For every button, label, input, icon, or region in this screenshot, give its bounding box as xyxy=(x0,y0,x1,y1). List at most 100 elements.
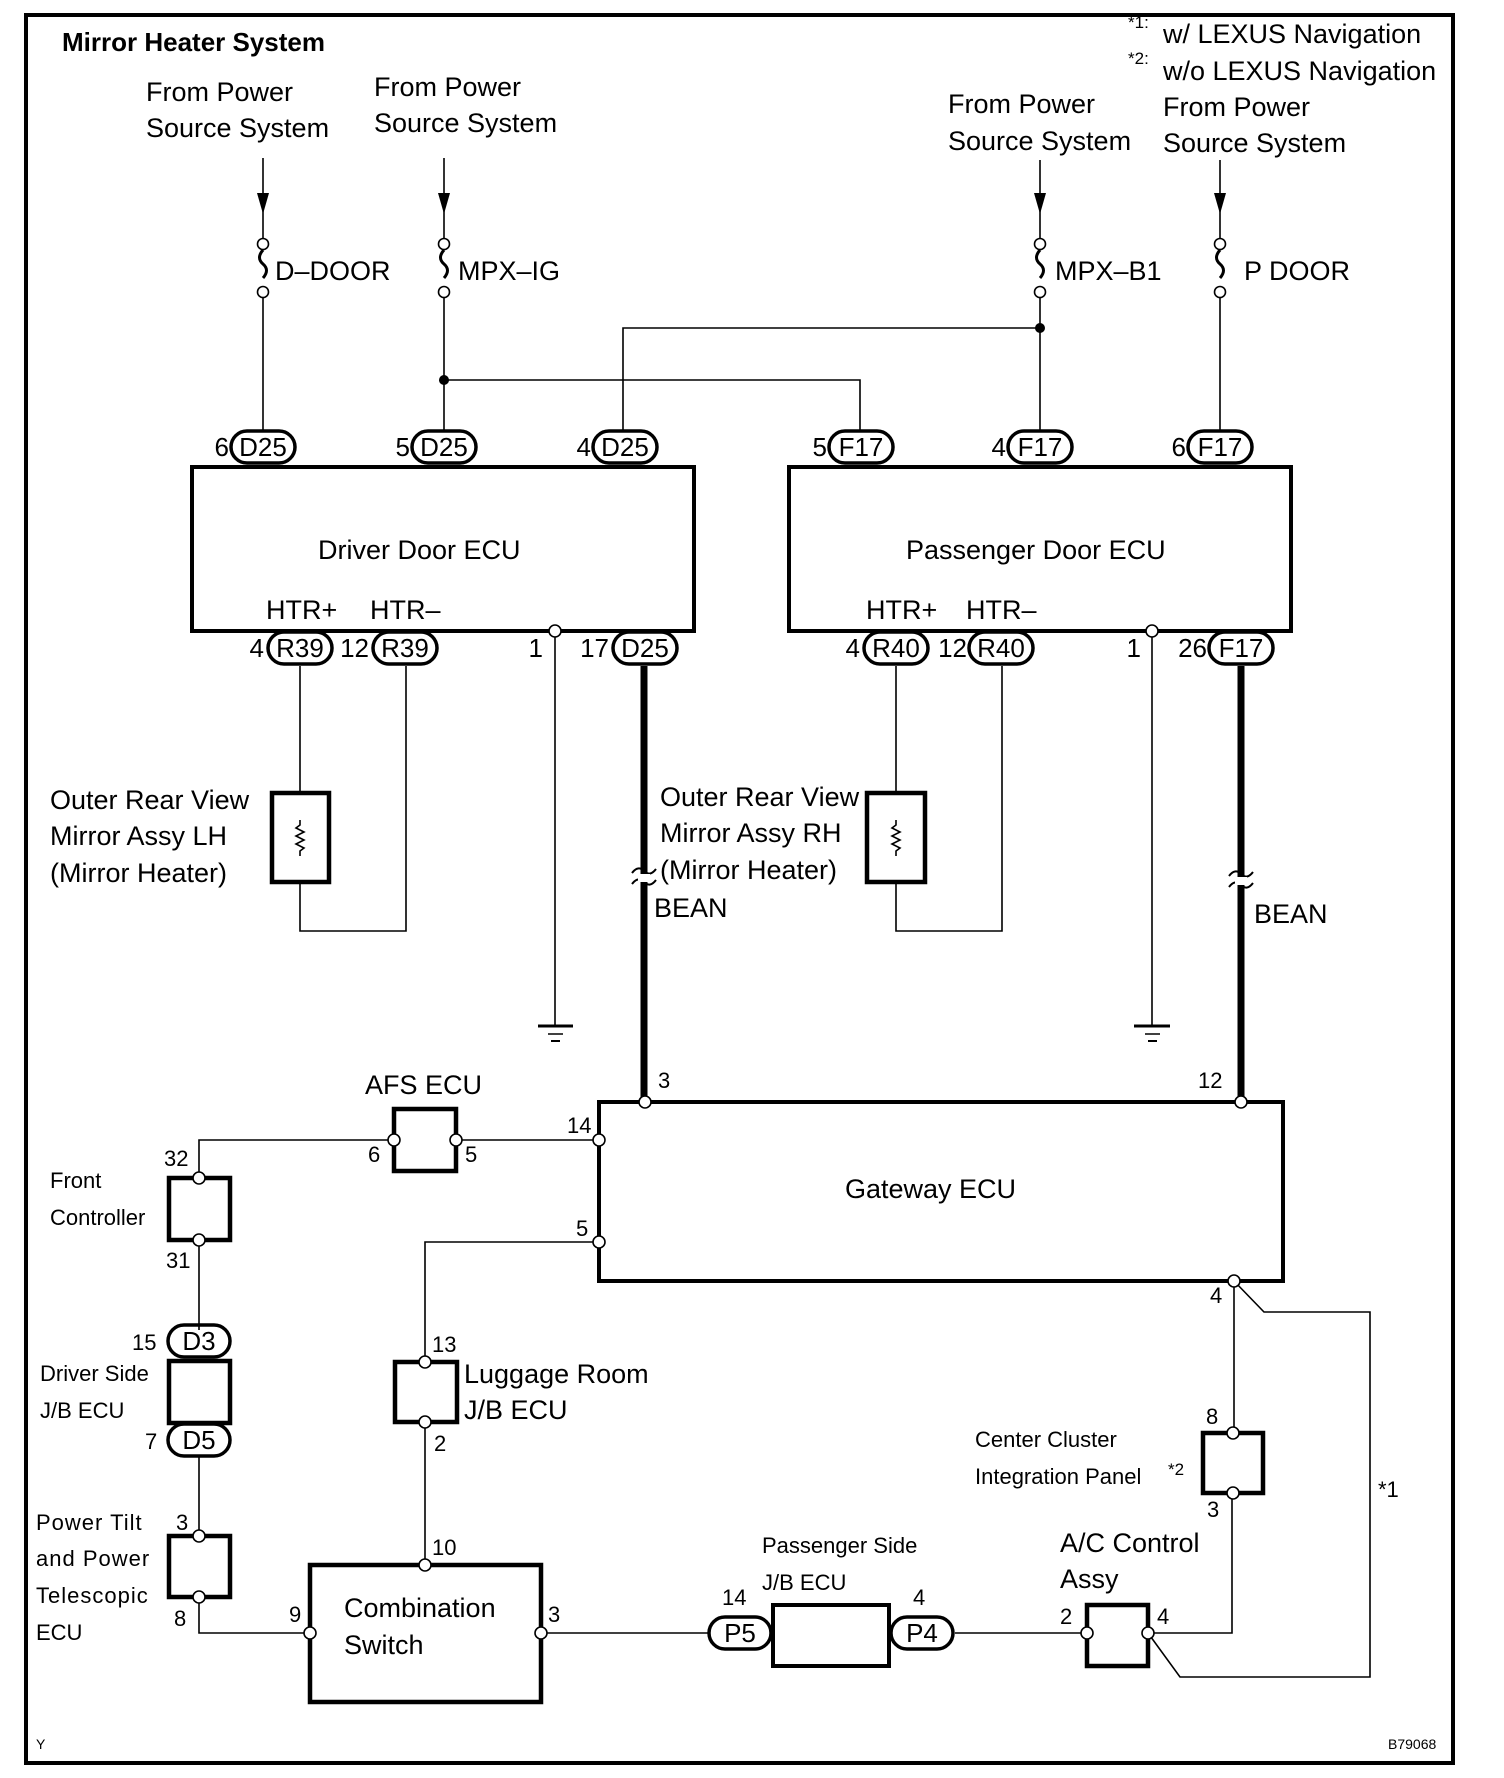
fuse-icon xyxy=(1035,249,1045,279)
fuse-icon xyxy=(258,249,268,279)
luggage-room-jb-ecu xyxy=(392,1359,460,1425)
connector-pill xyxy=(266,630,334,666)
connector-code: R40 xyxy=(872,633,920,663)
djb-pin-15: 15 xyxy=(132,1330,156,1355)
driver-side-jb-label-2: J/B ECU xyxy=(40,1398,124,1423)
luggage-room-jb-label-1: Luggage Room xyxy=(464,1359,649,1389)
footnote-2-mark: *2: xyxy=(1128,49,1149,68)
pin-number: 1 xyxy=(1127,633,1141,663)
mirror-rh-label-2: Mirror Assy RH xyxy=(660,818,842,848)
power-source-label: Source System xyxy=(1163,128,1346,158)
terminal-pin xyxy=(592,1133,606,1147)
footnote-1-text: w/ LEXUS Navigation xyxy=(1162,19,1421,49)
diagram-title: Mirror Heater System xyxy=(62,27,325,57)
connector-r40-12: R40 12 xyxy=(938,630,1035,666)
mirror-lh-label-3: (Mirror Heater) xyxy=(50,858,227,888)
power-tilt-pin-3: 3 xyxy=(176,1510,188,1535)
center-cluster-integration-panel xyxy=(1200,1430,1266,1496)
fuse-2: MPX–B1 xyxy=(1033,160,1162,299)
ac-control-label-1: A/C Control xyxy=(1060,1528,1200,1558)
wire-power-tilt-combo xyxy=(198,1597,310,1634)
diagram-border xyxy=(24,13,1455,1765)
terminal-pin xyxy=(418,1355,432,1369)
terminal-pin xyxy=(1226,1486,1240,1500)
fuse-terminal xyxy=(1033,285,1047,299)
connector-pill xyxy=(1207,630,1275,666)
connector-pill xyxy=(1186,429,1254,465)
fuse-label: MPX–B1 xyxy=(1055,256,1162,286)
fuse-terminal xyxy=(437,285,451,299)
connector-pill xyxy=(1006,429,1074,465)
connector-pill xyxy=(229,429,297,465)
heater-element-icon xyxy=(294,820,306,856)
terminal-pin xyxy=(1234,1095,1248,1109)
gateway-pin-14: 14 xyxy=(567,1113,591,1138)
front-controller-pin-32: 32 xyxy=(164,1146,188,1171)
fuse-label: D–DOOR xyxy=(275,256,391,286)
connector-code: P4 xyxy=(906,1618,938,1648)
afs-ecu xyxy=(391,1106,459,1174)
connector-pill xyxy=(410,429,478,465)
mirror-lh-label-2: Mirror Assy LH xyxy=(50,821,227,851)
footnote-2-text: w/o LEXUS Navigation xyxy=(1162,56,1436,86)
pin-number: 26 xyxy=(1178,633,1207,663)
luggage-pin-13: 13 xyxy=(432,1332,456,1357)
wire-gateway-5-luggage xyxy=(424,1241,599,1378)
center-cluster-label-2: Integration Panel xyxy=(975,1464,1141,1489)
combination-switch-label-2: Switch xyxy=(344,1630,424,1660)
terminal-pin xyxy=(303,1626,317,1640)
fuse-3: P DOOR xyxy=(1213,160,1350,299)
combination-pin-3: 3 xyxy=(548,1602,560,1627)
bean-label: BEAN xyxy=(1254,899,1328,929)
bean-label: BEAN xyxy=(654,893,728,923)
footnote-1-mark: *1: xyxy=(1128,13,1149,32)
terminal-pin xyxy=(1227,1274,1241,1288)
terminal-pin xyxy=(1141,1626,1155,1640)
gateway-pin-12: 12 xyxy=(1198,1068,1222,1093)
afs-pin-6: 6 xyxy=(368,1142,380,1167)
center-cluster-mark: *2 xyxy=(1168,1460,1184,1479)
ac-control-assy xyxy=(1084,1602,1151,1669)
power-source-label: From Power xyxy=(374,72,521,102)
ground-driver xyxy=(538,624,573,1042)
terminal-pin xyxy=(192,1171,206,1185)
junction-dot xyxy=(439,375,449,385)
ac-pin-4: 4 xyxy=(1157,1604,1169,1629)
wire-afs-front-controller xyxy=(198,1139,394,1178)
power-tilt-label-4: ECU xyxy=(36,1620,82,1645)
front-controller xyxy=(166,1175,233,1243)
terminal-pin xyxy=(1226,1426,1240,1440)
htr-plus-label: HTR+ xyxy=(866,595,937,625)
pin-number: 1 xyxy=(529,633,543,663)
pin-number: 6 xyxy=(215,432,229,462)
front-controller-pin-31: 31 xyxy=(166,1248,190,1273)
connector-p4: P4 xyxy=(889,1615,955,1651)
pin-number: 12 xyxy=(938,633,967,663)
figure-id: B79068 xyxy=(1388,1736,1436,1752)
arrow-down-icon xyxy=(438,193,450,214)
passenger-side-jb-ecu xyxy=(771,1603,891,1668)
fuse-terminal xyxy=(1033,237,1047,251)
center-cluster-label-1: Center Cluster xyxy=(975,1427,1117,1452)
driver-side-jb-label-1: Driver Side xyxy=(40,1361,149,1386)
luggage-pin-2: 2 xyxy=(434,1431,446,1456)
driver-door-ecu-label: Driver Door ECU xyxy=(318,535,521,565)
mirror-rh-label-1: Outer Rear View xyxy=(660,782,860,812)
arrow-down-icon xyxy=(257,193,269,214)
driver-side-jb-ecu xyxy=(166,1358,233,1426)
djb-pin-7: 7 xyxy=(145,1429,157,1454)
htr-minus-label: HTR– xyxy=(370,595,441,625)
connector-code: D25 xyxy=(420,432,468,462)
power-source-label: From Power xyxy=(146,77,293,107)
combination-pin-9: 9 xyxy=(289,1602,301,1627)
fuse-0: D–DOOR xyxy=(256,158,391,299)
connector-code: R40 xyxy=(977,633,1025,663)
center-cluster-pin-8: 8 xyxy=(1206,1404,1218,1429)
connector-code: F17 xyxy=(1198,432,1243,462)
connector-code: F17 xyxy=(839,432,884,462)
